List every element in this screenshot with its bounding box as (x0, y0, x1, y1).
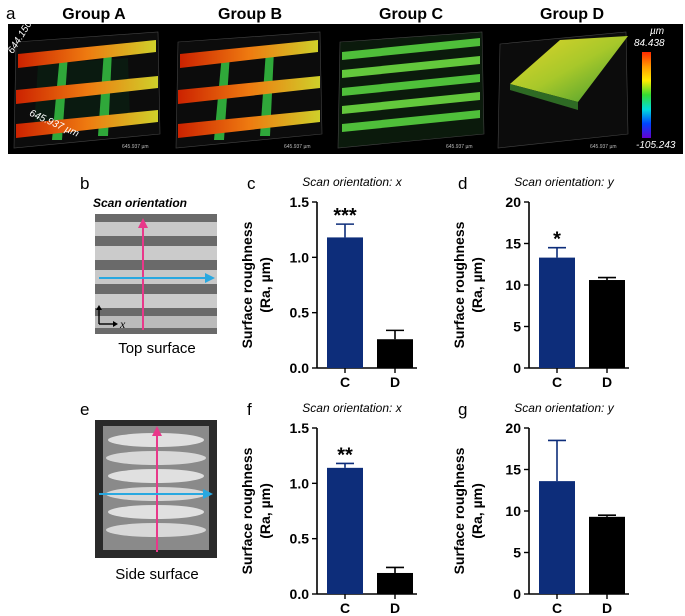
chart-g-ytick-label: 15 (505, 462, 521, 478)
chart-d-ylabel-units: (Ra, µm) (469, 257, 485, 313)
top-surface-caption: Top surface (118, 340, 196, 357)
top-surface-render (95, 214, 217, 334)
chart-c-xtick-label-C: C (340, 374, 350, 390)
chart-f-bar-C (327, 467, 363, 594)
topography-image-group-a: 644.150 µm 645.937 µm 645.937 µm (8, 24, 168, 154)
panel-label-f: f (247, 400, 252, 419)
colorbar-unit: µm (650, 26, 665, 37)
colorbar-max: 84.438 (634, 38, 665, 49)
chart-g-ytick-label: 5 (513, 545, 521, 561)
topography-strip: 644.150 µm 645.937 µm 645.937 µm 645.937… (8, 24, 683, 154)
group-d-title: Group D (540, 6, 604, 23)
panel-label-a: a (6, 4, 16, 23)
topography-image-group-b: 645.937 µm (170, 24, 330, 154)
chart-c-significance: *** (333, 205, 357, 227)
panel-label-c: c (247, 174, 256, 193)
chart-f-ytick-label: 0.5 (290, 531, 310, 547)
chart-d-ytick-label: 10 (505, 277, 521, 293)
panel-label-d: d (458, 174, 468, 193)
chart-f-title: Scan orientation: x (302, 401, 402, 415)
topography-render-b (175, 31, 323, 149)
chart-d-ytick-label: 5 (513, 319, 521, 335)
chart-d-title: Scan orientation: y (514, 175, 614, 189)
side-surface-photo (95, 420, 217, 558)
y-scan-arrowhead (138, 218, 148, 228)
tile-a-tick: 645.937 µm (122, 144, 149, 150)
chart-g-ytick-label: 10 (505, 503, 521, 519)
panel-label-b: b (80, 174, 90, 193)
panel-label-g: g (458, 400, 468, 419)
chart-g-ylabel: Surface roughness (451, 447, 467, 574)
chart-c-ytick-label: 0.5 (290, 305, 310, 321)
axis-x-letter: x (120, 317, 126, 331)
topography-render-a (13, 31, 161, 149)
scan-orientation-heading: Scan orientation (93, 196, 188, 210)
chart-f-ylabel: Surface roughness (239, 447, 255, 574)
topography-image-group-c: 645.937 µm (332, 24, 492, 154)
panel-label-e: e (80, 400, 90, 419)
chart-c-title: Scan orientation: x (302, 175, 402, 189)
side-surface-caption: Side surface (115, 566, 199, 583)
axis-y-indicator-head (96, 305, 102, 310)
chart-c-ylabel-units: (Ra, µm) (257, 257, 273, 313)
topography-image-group-d: 645.937 µm (494, 24, 634, 154)
x-scan-arrowhead-side (203, 489, 213, 499)
tile-c-tick: 645.937 µm (446, 144, 473, 150)
chart-d-bar-D (589, 280, 625, 368)
chart-c-xtick-label-D: D (390, 374, 400, 390)
chart-c-ytick-label: 1.5 (290, 194, 310, 210)
chart-d-significance: * (553, 229, 561, 251)
chart-g-ylabel-units: (Ra, µm) (469, 483, 485, 539)
topography-render-d (497, 31, 629, 149)
chart-f-ytick-label: 0.0 (290, 586, 310, 602)
chart-g-bar-D (589, 516, 625, 594)
chart-c-ytick-label: 1.0 (290, 249, 310, 265)
chart-g-title: Scan orientation: y (514, 401, 614, 415)
tile-d-tick: 645.937 µm (590, 144, 617, 150)
chart-d-ytick-label: 15 (505, 236, 521, 252)
chart-g-ytick-label: 0 (513, 586, 521, 602)
chart-f-significance: ** (337, 444, 353, 466)
tile-b-tick: 645.937 µm (284, 144, 311, 150)
chart-f-ylabel-units: (Ra, µm) (257, 483, 273, 539)
chart-d-bar-C (539, 257, 575, 368)
chart-c-ytick-label: 0.0 (290, 360, 310, 376)
chart-c-bar-C (327, 237, 363, 368)
group-a-title: Group A (62, 6, 126, 23)
topography-render-c (337, 31, 485, 149)
chart-d-ytick-label: 0 (513, 360, 521, 376)
top-surface-photo: x y (95, 214, 217, 334)
group-c-title: Group C (379, 6, 443, 23)
chart-g-xtick-label-D: D (602, 600, 612, 616)
chart-g-ytick-label: 20 (505, 420, 521, 436)
chart-g-bar-C (539, 481, 575, 594)
chart-f-bar-D (377, 572, 413, 594)
chart-d-xtick-label-C: C (552, 374, 562, 390)
axis-x-indicator-head (113, 321, 118, 327)
side-surface-render (95, 420, 217, 558)
chart-f-ytick-label: 1.5 (290, 420, 310, 436)
chart-c-ylabel: Surface roughness (239, 221, 255, 348)
chart-c-bar-D (377, 339, 413, 368)
chart-g-xtick-label-C: C (552, 600, 562, 616)
y-scan-arrowhead-side (152, 426, 162, 436)
chart-d-ytick-label: 20 (505, 194, 521, 210)
chart-f-ytick-label: 1.0 (290, 475, 310, 491)
x-scan-arrowhead (205, 273, 215, 283)
chart-d-xtick-label-D: D (602, 374, 612, 390)
chart-d-ylabel: Surface roughness (451, 221, 467, 348)
colorbar (642, 52, 651, 138)
chart-f-xtick-label-C: C (340, 600, 350, 616)
chart-f-xtick-label-D: D (390, 600, 400, 616)
group-b-title: Group B (218, 6, 282, 23)
colorbar-min: -105.243 (636, 140, 676, 151)
